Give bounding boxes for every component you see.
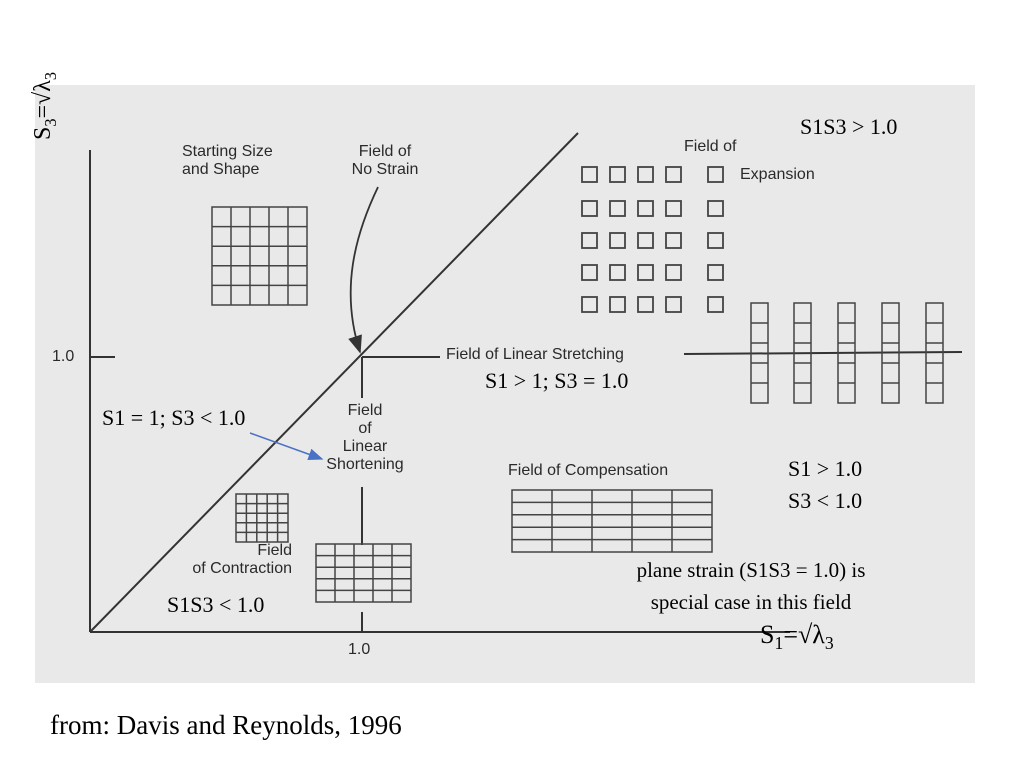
x-axis-label: S1=√λ3 [760,620,834,654]
stretched-columns [750,302,944,404]
expansion-label-1: Field of [684,138,737,155]
y-axis-label-sub2: 3 [40,71,60,81]
contraction-grid [235,493,289,543]
expansion-squares [581,166,724,313]
compensation-s1-condition: S1 > 1.0 [788,456,863,481]
starting-shape-label: Starting Size and Shape [182,143,273,178]
no-strain-diagonal [89,132,579,633]
x-tick-label: 1.0 [348,641,371,658]
y-axis-label-prefix: S [30,126,56,140]
no-strain-pointer-arrow [348,186,379,354]
expansion-label-2: Expansion [740,166,815,183]
source-citation: from: Davis and Reynolds, 1996 [50,710,402,740]
y-tick-label: 1.0 [52,348,75,365]
compensation-grid [511,489,713,553]
linear-shortening-label: Field of Linear Shortening [326,402,404,473]
y-axis-label: S3=√λ3 [30,60,61,140]
y-axis-label-sub: 3 [40,118,60,127]
shortening-condition: S1 = 1; S3 < 1.0 [102,405,246,430]
plane-strain-note-1: plane strain (S1S3 = 1.0) is [636,558,866,582]
linear-stretching-line-right [683,351,963,355]
y-axis-label-mid: =√λ [30,80,56,119]
linear-stretching-label: Field of Linear Stretching [446,346,624,363]
starting-shape-grid [211,206,308,306]
plane-strain-note-2: special case in this field [650,590,852,614]
x-axis-label-sub2: 3 [824,633,834,654]
shortening-grid [315,543,412,603]
compensation-s3-condition: S3 < 1.0 [788,488,863,513]
x-axis-label-prefix: S [760,620,775,649]
contraction-label: Field of Contraction [192,542,292,577]
scanned-figure-background [35,85,975,683]
x-axis-label-sub: 1 [774,633,784,654]
x-axis-label-mid: =√λ [783,620,825,649]
shortening-pointer-arrow [249,432,324,461]
no-strain-label: Field of No Strain [351,143,419,178]
compensation-label: Field of Compensation [508,462,669,479]
contraction-condition: S1S3 < 1.0 [167,592,265,617]
expansion-condition: S1S3 > 1.0 [800,114,898,139]
stretching-condition: S1 > 1; S3 = 1.0 [485,368,629,393]
